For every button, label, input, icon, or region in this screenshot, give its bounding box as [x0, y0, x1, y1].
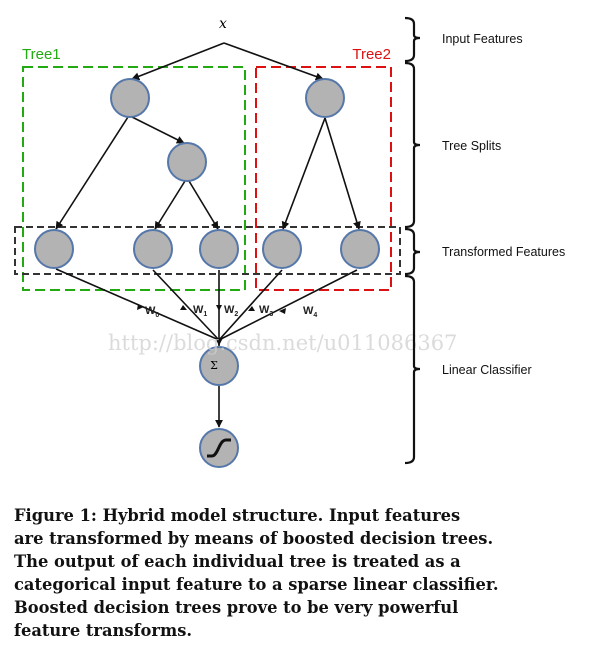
tree1-split-node [167, 142, 207, 182]
leaf-node [34, 229, 74, 269]
layer-label-tree-splits: Tree Splits [442, 139, 501, 153]
caption-line: Figure 1: Hybrid model structure. Input … [14, 506, 461, 525]
layer-braces [404, 16, 421, 465]
figure-caption: Figure 1: Hybrid model structure. Input … [14, 504, 589, 642]
tree1-box [22, 66, 246, 291]
sum-symbol: Σ [210, 359, 218, 372]
leaf-node [262, 229, 302, 269]
caption-line: The output of each individual tree is tr… [14, 552, 461, 571]
sum-node [199, 346, 239, 386]
tree1-label: Tree1 [22, 46, 61, 63]
weight-w1: W1 [193, 304, 207, 318]
layer-label-transformed-features: Transformed Features [442, 245, 565, 259]
layer-label-linear-classifier: Linear Classifier [442, 363, 532, 377]
leaf-node [199, 229, 239, 269]
hybrid-model-diagram: x Tree1 Tree2 W0 W1 W2 W3 W4 [14, 16, 565, 468]
tree2-box [255, 66, 392, 291]
weight-w4: W4 [303, 305, 317, 319]
watermark: http://blog.csdn.net/u011086367 [108, 331, 457, 355]
caption-line: are transformed by means of boosted deci… [14, 529, 494, 548]
input-label: x [219, 16, 227, 32]
weight-w0: W0 [145, 305, 159, 319]
caption-line: categorical input feature to a sparse li… [14, 575, 499, 594]
layer-label-input-features: Input Features [442, 32, 523, 46]
sigmoid-icon [207, 438, 231, 458]
weight-arrowheads [137, 304, 286, 314]
leaf-node [340, 229, 380, 269]
transformed-features-box [14, 226, 401, 275]
tree2-label: Tree2 [352, 46, 391, 63]
caption-line: feature transforms. [14, 621, 193, 640]
tree1-root-node [110, 78, 150, 118]
tree2-root-node [305, 78, 345, 118]
caption-line: Boosted decision trees prove to be very … [14, 598, 459, 617]
weight-w3: W3 [259, 304, 273, 318]
weight-w2: W2 [224, 304, 238, 318]
leaf-node [133, 229, 173, 269]
